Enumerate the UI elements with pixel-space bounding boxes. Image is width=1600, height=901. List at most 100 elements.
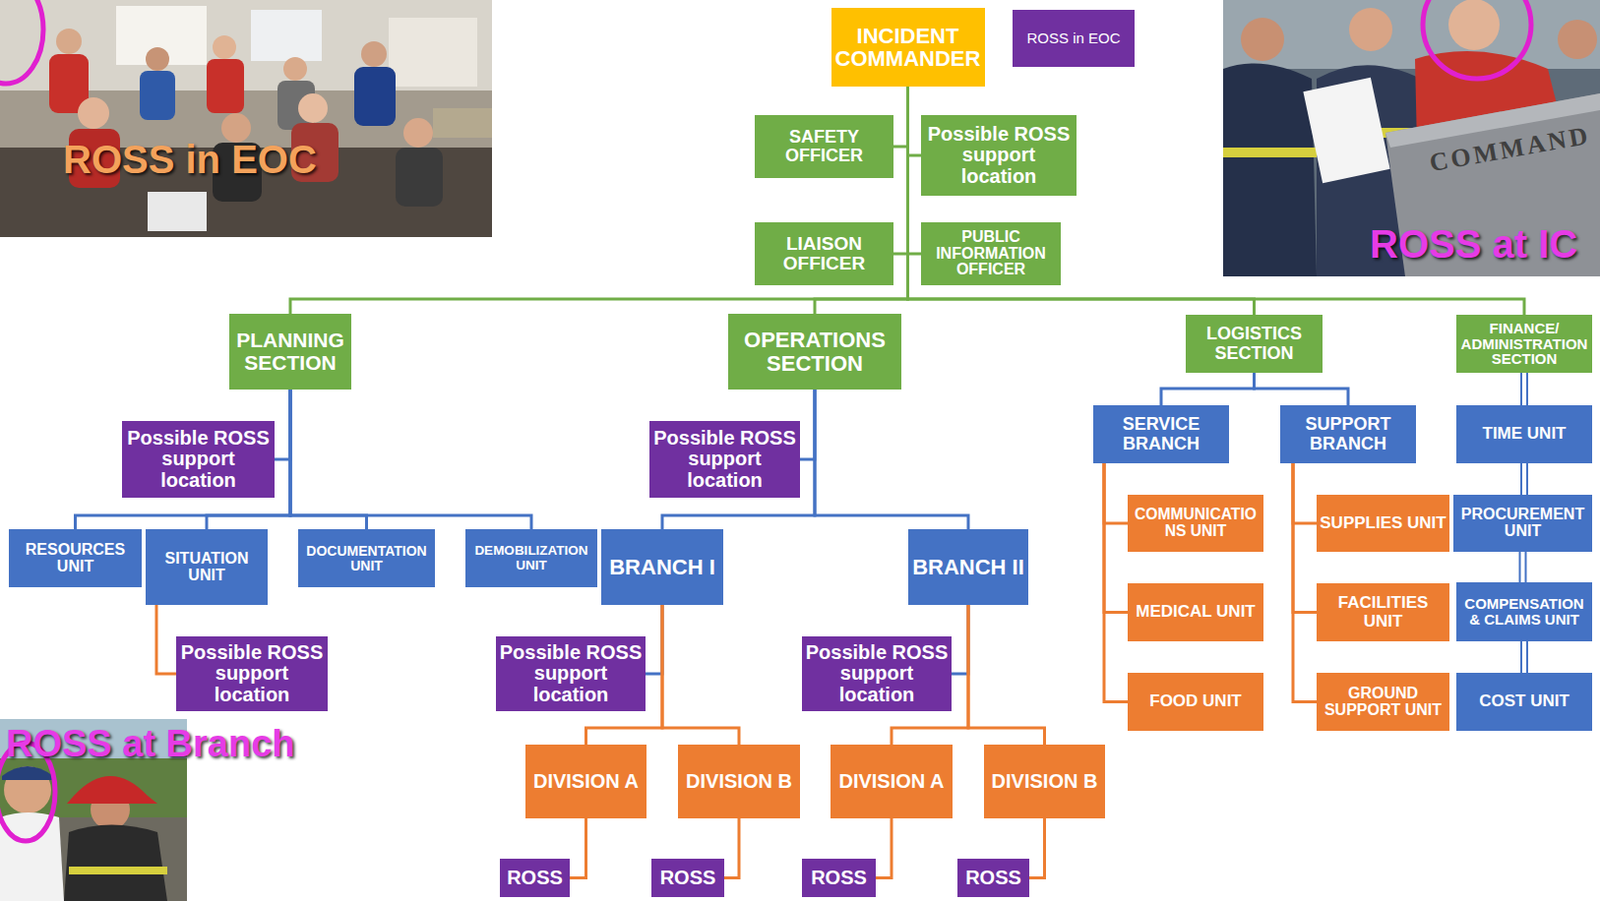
box-label: FACILITIES UNIT [1319, 594, 1447, 630]
org-box: FACILITIES UNIT [1316, 583, 1450, 642]
org-box: DIVISION A [525, 744, 647, 819]
connector [1521, 372, 1528, 406]
box-label: Possible ROSS support location [179, 642, 325, 706]
connector [908, 86, 1255, 315]
box-label: DOCUMENTATION UNIT [301, 544, 432, 574]
org-box: DEMOBILIZATION UNIT [465, 529, 598, 588]
box-label: SUPPLIES UNIT [1319, 514, 1447, 533]
box-label: FOOD UNIT [1130, 692, 1261, 711]
org-box: ROSS [801, 859, 876, 898]
connector [1029, 818, 1046, 879]
box-label: RESOURCES UNIT [11, 542, 139, 576]
box-label: Possible ROSS support location [652, 428, 798, 492]
connector [875, 818, 892, 879]
connector [290, 389, 368, 530]
connector [290, 86, 909, 314]
box-label: SITUATION UNIT [148, 551, 265, 585]
org-box: DIVISION A [830, 744, 953, 819]
org-box: Possible ROSS support location [495, 636, 646, 712]
org-box: SITUATION UNIT [145, 529, 268, 606]
box-label: BRANCH II [911, 555, 1026, 579]
connector [800, 389, 815, 460]
connector [1104, 463, 1128, 524]
box-label: ROSS in EOC [1015, 30, 1132, 47]
org-box: Possible ROSS support location [801, 636, 952, 712]
box-label: DIVISION A [833, 771, 950, 793]
box-label: LIAISON OFFICER [757, 234, 891, 274]
box-label: COST UNIT [1459, 692, 1590, 711]
org-box: ROSS in EOC [1012, 9, 1135, 67]
box-label: PROCUREMENT UNIT [1456, 506, 1590, 541]
org-box: ROSS [499, 859, 570, 898]
connector [968, 605, 1046, 745]
org-box: FOOD UNIT [1127, 673, 1264, 732]
box-label: COMPENSATION & CLAIMS UNIT [1459, 596, 1590, 628]
box-label: GROUND SUPPORT UNIT [1319, 685, 1447, 720]
box-label: DEMOBILIZATION UNIT [468, 544, 595, 573]
org-box: DIVISION B [984, 744, 1106, 819]
box-label: SERVICE BRANCH [1096, 415, 1227, 453]
box-label: SAFETY OFFICER [757, 127, 891, 166]
photo-caption: ROSS at Branch [5, 724, 296, 766]
org-box: LOGISTICS SECTION [1185, 314, 1323, 373]
org-box: FINANCE/ ADMINISTRATION SECTION [1456, 314, 1593, 373]
connector [662, 605, 739, 745]
org-box: SERVICE BRANCH [1093, 405, 1230, 464]
org-box: DOCUMENTATION UNIT [298, 529, 435, 588]
box-label: BRANCH I [604, 555, 721, 579]
box-label: INCIDENT COMMANDER [834, 24, 983, 71]
connector [1292, 463, 1317, 524]
photo-caption: ROSS in EOC [62, 137, 317, 182]
box-label: DIVISION A [528, 771, 644, 793]
connector [1521, 641, 1528, 674]
org-box: GROUND SUPPORT UNIT [1316, 673, 1450, 732]
org-box: Possible ROSS support location [649, 421, 800, 498]
box-label: TIME UNIT [1459, 425, 1590, 443]
connector [1104, 463, 1128, 614]
org-box: MEDICAL UNIT [1127, 583, 1264, 642]
connector [1254, 372, 1350, 406]
connector [1292, 463, 1317, 703]
photo-caption: COMMAND [1427, 122, 1594, 179]
org-box: SUPPORT BRANCH [1280, 405, 1416, 464]
box-label: PLANNING SECTION [232, 329, 349, 374]
connector [1520, 552, 1527, 583]
box-label: FINANCE/ ADMINISTRATION SECTION [1459, 320, 1590, 369]
box-label: SUPPORT BRANCH [1283, 415, 1414, 453]
org-box: DIVISION B [677, 744, 800, 819]
box-label: Possible ROSS support location [923, 123, 1074, 187]
box-label: LOGISTICS SECTION [1188, 324, 1320, 363]
box-label: COMMUNICATIONS UNIT [1130, 506, 1261, 540]
org-box: BRANCH II [908, 529, 1029, 606]
box-label: ROSS [502, 867, 567, 889]
connector [908, 86, 1526, 315]
box-label: ROSS [804, 867, 873, 889]
connector [1521, 463, 1528, 495]
org-box: COMPENSATION & CLAIMS UNIT [1456, 582, 1593, 642]
org-box: COMMUNICATIONS UNIT [1127, 494, 1264, 553]
org-box: BRANCH I [601, 529, 724, 606]
box-label: DIVISION B [986, 771, 1103, 793]
org-box: Possible ROSS support location [122, 421, 275, 498]
connector [290, 389, 532, 530]
box-label: MEDICAL UNIT [1130, 603, 1261, 621]
org-box: PLANNING SECTION [229, 313, 352, 390]
connector [724, 818, 739, 879]
connector [75, 389, 292, 530]
box-label: PUBLIC INFORMATION OFFICER [923, 229, 1058, 280]
eoc-photo [0, 0, 493, 238]
org-box: PUBLIC INFORMATION OFFICER [921, 222, 1061, 286]
connector [908, 86, 923, 156]
box-label: ROSS [960, 867, 1027, 889]
connector [1104, 463, 1128, 703]
box-label: Possible ROSS support location [124, 428, 272, 492]
org-box: RESOURCES UNIT [8, 529, 142, 588]
connector [274, 389, 291, 460]
connector [814, 389, 969, 530]
connector [569, 818, 587, 879]
connector [1161, 372, 1255, 406]
box-label: DIVISION B [680, 771, 798, 793]
org-box: ROSS [957, 859, 1030, 898]
org-box: Possible ROSS support location [176, 636, 328, 712]
org-box: Possible ROSS support location [921, 115, 1077, 196]
